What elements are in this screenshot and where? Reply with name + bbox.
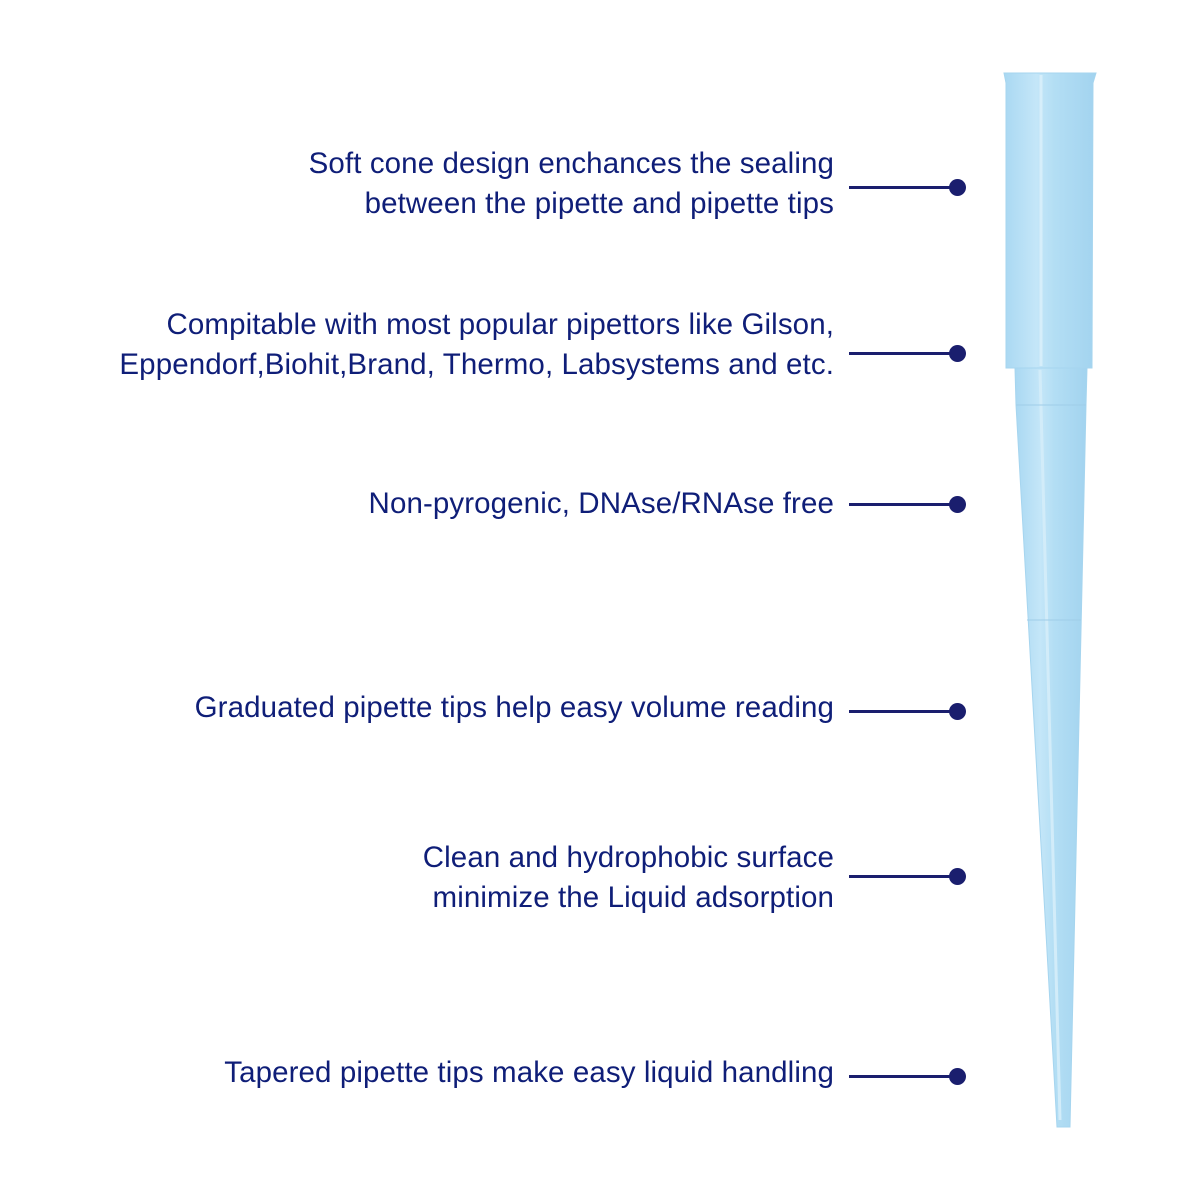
leader-line: [849, 496, 966, 513]
leader-line: [849, 1068, 966, 1085]
callout-tapered: Tapered pipette tips make easy liquid ha…: [14, 1053, 834, 1093]
leader-dot: [949, 345, 966, 362]
leader-dot: [949, 868, 966, 885]
callout-text: Clean and hydrophobic surface: [422, 841, 834, 874]
callout-text: Compitable with most popular pipettors l…: [166, 308, 834, 341]
leader-stroke: [849, 710, 959, 713]
leader-stroke: [849, 875, 959, 878]
callout-text: between the pipette and pipette tips: [364, 187, 834, 220]
pipette-tip-collar: [1003, 72, 1097, 369]
callout-text: Non-pyrogenic, DNAse/RNAse free: [368, 487, 834, 520]
callout-text: Graduated pipette tips help easy volume …: [194, 691, 834, 724]
leader-line: [849, 868, 966, 885]
callout-compatibility: Compitable with most popular pipettors l…: [14, 305, 834, 385]
leader-dot: [949, 496, 966, 513]
leader-dot: [949, 703, 966, 720]
callout-text: Tapered pipette tips make easy liquid ha…: [224, 1056, 834, 1089]
callout-hydrophobic: Clean and hydrophobic surface minimize t…: [14, 838, 834, 918]
pipette-tip-highlight: [1038, 369, 1062, 1121]
callout-text: minimize the Liquid adsorption: [432, 881, 834, 914]
leader-stroke: [849, 503, 959, 506]
leader-stroke: [849, 186, 959, 189]
leader-dot: [949, 179, 966, 196]
leader-line: [849, 179, 966, 196]
leader-line: [849, 345, 966, 362]
callout-non-pyrogenic: Non-pyrogenic, DNAse/RNAse free: [14, 484, 834, 524]
callout-text: Soft cone design enchances the sealing: [308, 147, 834, 180]
callout-text: Eppendorf,Biohit,Brand, Thermo, Labsyste…: [119, 348, 834, 381]
leader-stroke: [849, 352, 959, 355]
leader-dot: [949, 1068, 966, 1085]
callout-soft-cone: Soft cone design enchances the sealing b…: [14, 144, 834, 224]
leader-stroke: [849, 1075, 959, 1078]
leader-line: [849, 703, 966, 720]
callout-graduated: Graduated pipette tips help easy volume …: [14, 688, 834, 728]
